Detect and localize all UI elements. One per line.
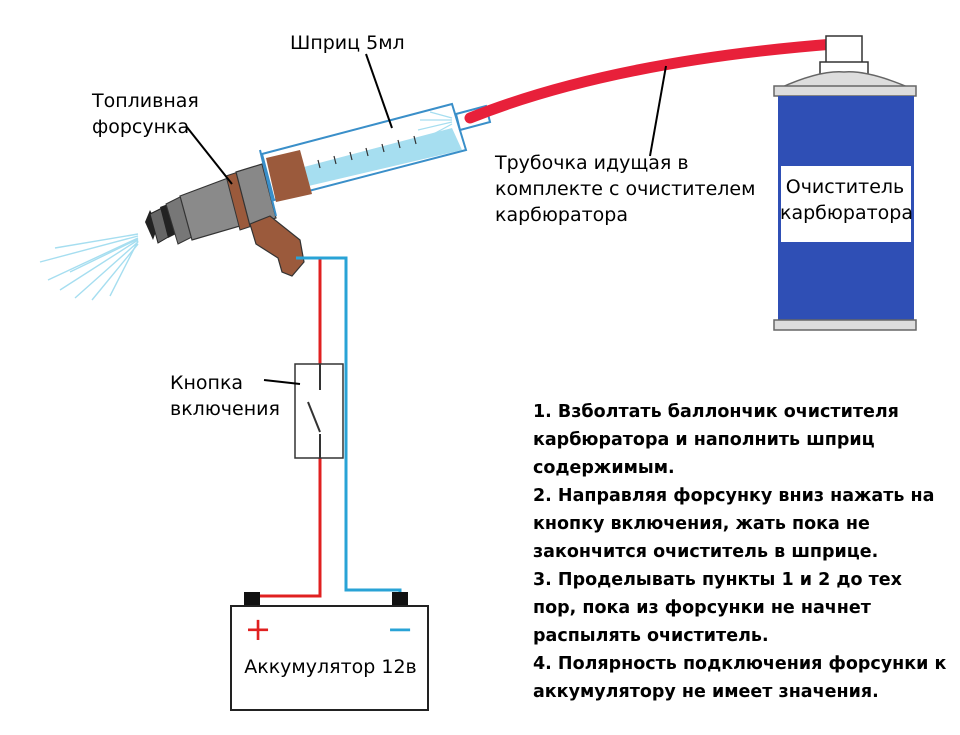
battery-plus-sign: + <box>245 610 272 648</box>
battery <box>230 592 429 711</box>
step-line: 2. Направляя форсунку вниз нажать на <box>533 486 935 506</box>
step-4: 4. Полярность подключения форсунки к акк… <box>533 650 953 706</box>
tube-leader-line <box>649 65 667 157</box>
step-line: распылять очиститель. <box>533 626 769 646</box>
step-2: 2. Направляя форсунку вниз нажать на кно… <box>533 482 953 566</box>
battery-label: Аккумулятор 12в <box>244 656 417 678</box>
fuel-injector <box>145 163 305 277</box>
step-line: 3. Проделывать пункты 1 и 2 до тех <box>533 570 902 590</box>
wire-positive-bottom <box>253 458 322 598</box>
cleaner-can <box>773 35 917 331</box>
switch-label-line-1: Кнопка <box>170 372 244 394</box>
step-line: 4. Полярность подключения форсунки к <box>533 654 947 674</box>
switch-label: Кнопка включения <box>170 370 280 422</box>
switch-label-line-2: включения <box>170 398 280 420</box>
tube-label-line-3: карбюратора <box>495 204 628 226</box>
step-3: 3. Проделывать пункты 1 и 2 до тех пор, … <box>533 566 953 650</box>
tube-label-line-2: комплекте с очистителем <box>495 178 756 200</box>
step-line: аккумулятору не имеет значения. <box>533 682 879 702</box>
step-line: пор, пока из форсунки не начнет <box>533 598 871 618</box>
step-line: кнопку включения, жать пока не <box>533 514 870 534</box>
injector-label-line-1: Топливная <box>92 90 199 112</box>
tube-label: Трубочка идущая в комплекте с очистителе… <box>495 150 755 228</box>
tube-label-line-1: Трубочка идущая в <box>495 152 689 174</box>
instruction-steps: 1. Взболтать баллончик очистителя карбюр… <box>533 398 953 706</box>
power-switch <box>294 363 344 459</box>
syringe-leader-line <box>365 53 393 129</box>
can-label: Очиститель карбюратора <box>780 174 913 226</box>
battery-minus-sign: − <box>387 610 414 648</box>
injector-label-line-2: форсунка <box>92 116 190 138</box>
switch-leader-line <box>263 379 301 385</box>
wire-positive-top <box>300 256 322 365</box>
syringe <box>259 102 492 217</box>
cleaner-tube <box>464 38 840 124</box>
can-label-line-2: карбюратора <box>780 202 913 224</box>
step-line: содержимым. <box>533 458 675 478</box>
syringe-label: Шприц 5мл <box>290 32 405 54</box>
step-line: карбюратора и наполнить шприц <box>533 430 875 450</box>
step-line: 1. Взболтать баллончик очистителя <box>533 402 899 422</box>
injector-leader-line <box>185 125 233 185</box>
step-line: закончится очиститель в шприце. <box>533 542 879 562</box>
can-label-line-1: Очиститель <box>785 176 905 198</box>
step-1: 1. Взболтать баллончик очистителя карбюр… <box>533 398 953 482</box>
injector-label: Топливная форсунка <box>92 88 199 140</box>
fuel-spray <box>39 233 139 301</box>
